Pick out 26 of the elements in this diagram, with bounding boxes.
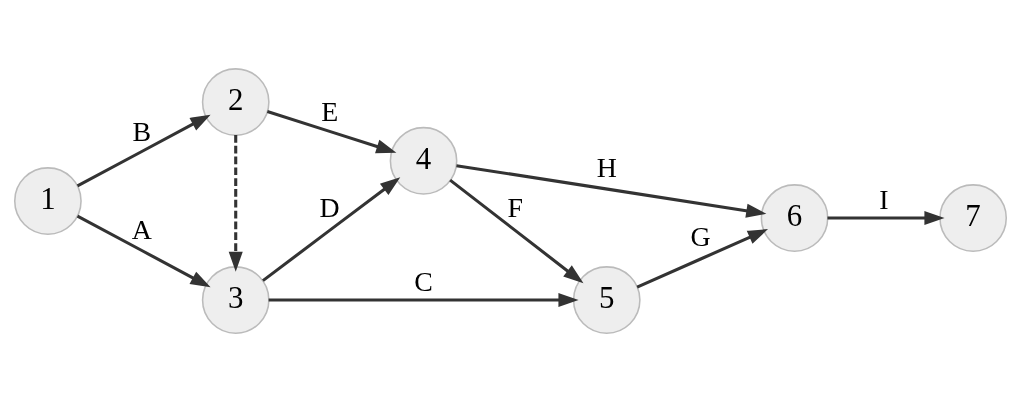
edge-label: C [414,265,433,297]
arrow [76,214,211,287]
node-circle: 1 [13,166,82,235]
edge-label: G [690,220,711,252]
arrow [268,292,579,307]
arrow [636,228,769,289]
edge-label: B [132,115,152,147]
arrow [262,176,401,282]
edge-label: H [596,151,617,183]
node-circle: 2 [201,67,270,136]
edge-label: I [879,183,889,215]
node-circle: 7 [939,183,1008,252]
arrow [449,178,584,283]
arrow [76,114,211,187]
edge-label: A [131,213,152,245]
node-circle: 3 [201,265,270,334]
node-circle: 6 [760,183,829,252]
arrow [228,134,243,272]
edge-label: F [507,191,523,223]
edge-label: E [321,95,339,127]
node-circle: 5 [572,265,641,334]
arrow [456,163,767,218]
arrow [827,210,945,225]
node-circle: 4 [389,126,458,195]
edge-label: D [319,191,340,223]
arrow [266,109,397,153]
